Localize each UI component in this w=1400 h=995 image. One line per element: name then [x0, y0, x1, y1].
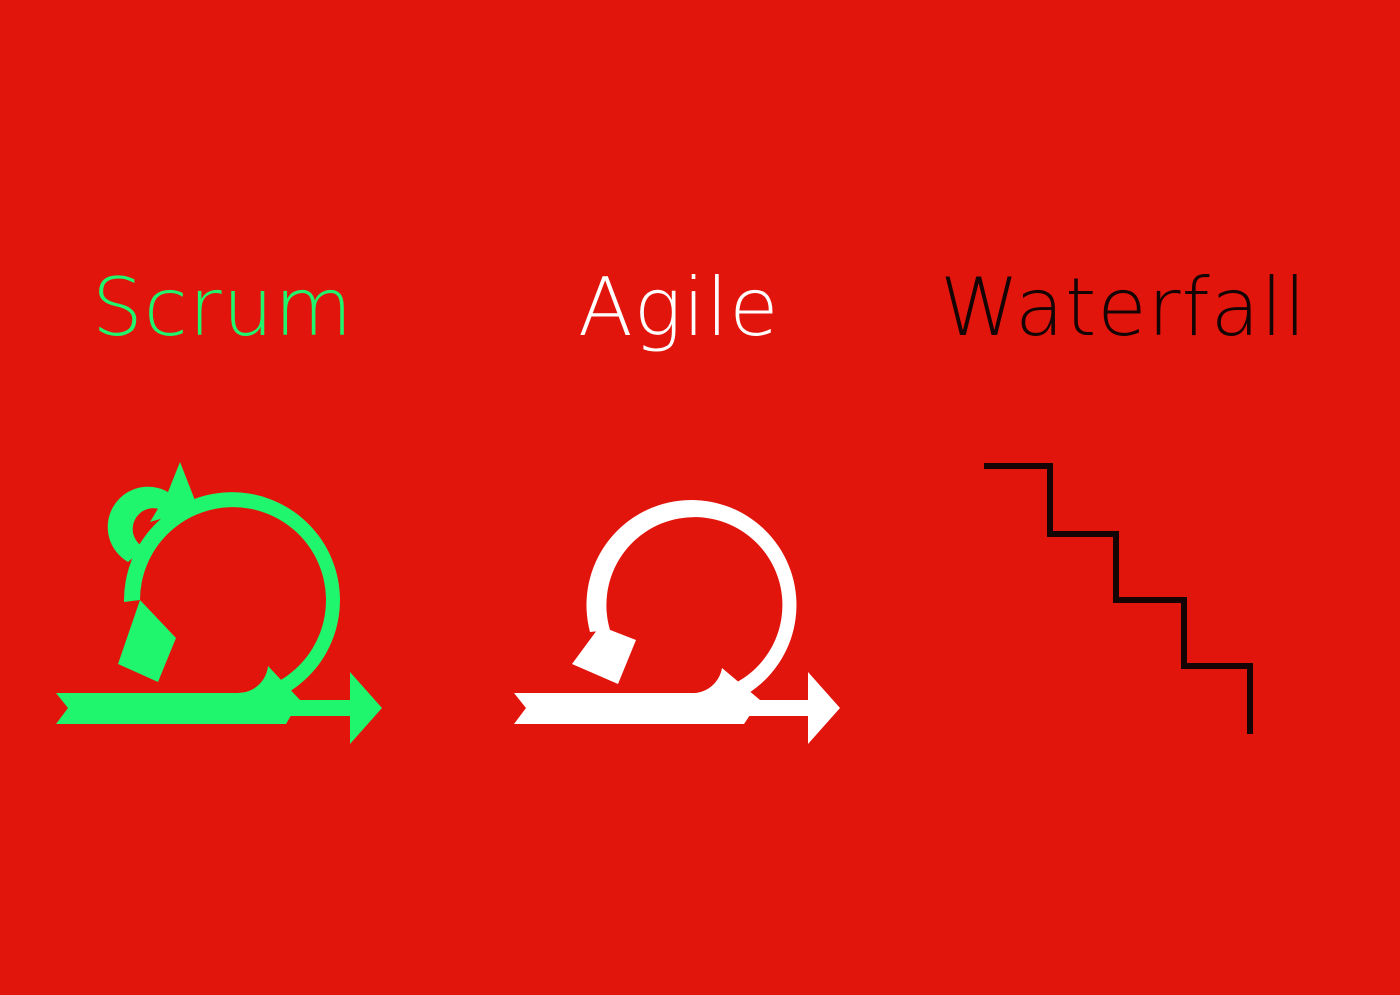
waterfall-label: Waterfall — [940, 261, 1308, 354]
waterfall-staircase-line — [984, 463, 1253, 734]
agile-label: Agile — [578, 261, 780, 354]
agile-icon-shapes — [514, 500, 840, 744]
scrum-label: Scrum — [92, 261, 354, 354]
scrum-icon-shapes — [56, 462, 382, 744]
